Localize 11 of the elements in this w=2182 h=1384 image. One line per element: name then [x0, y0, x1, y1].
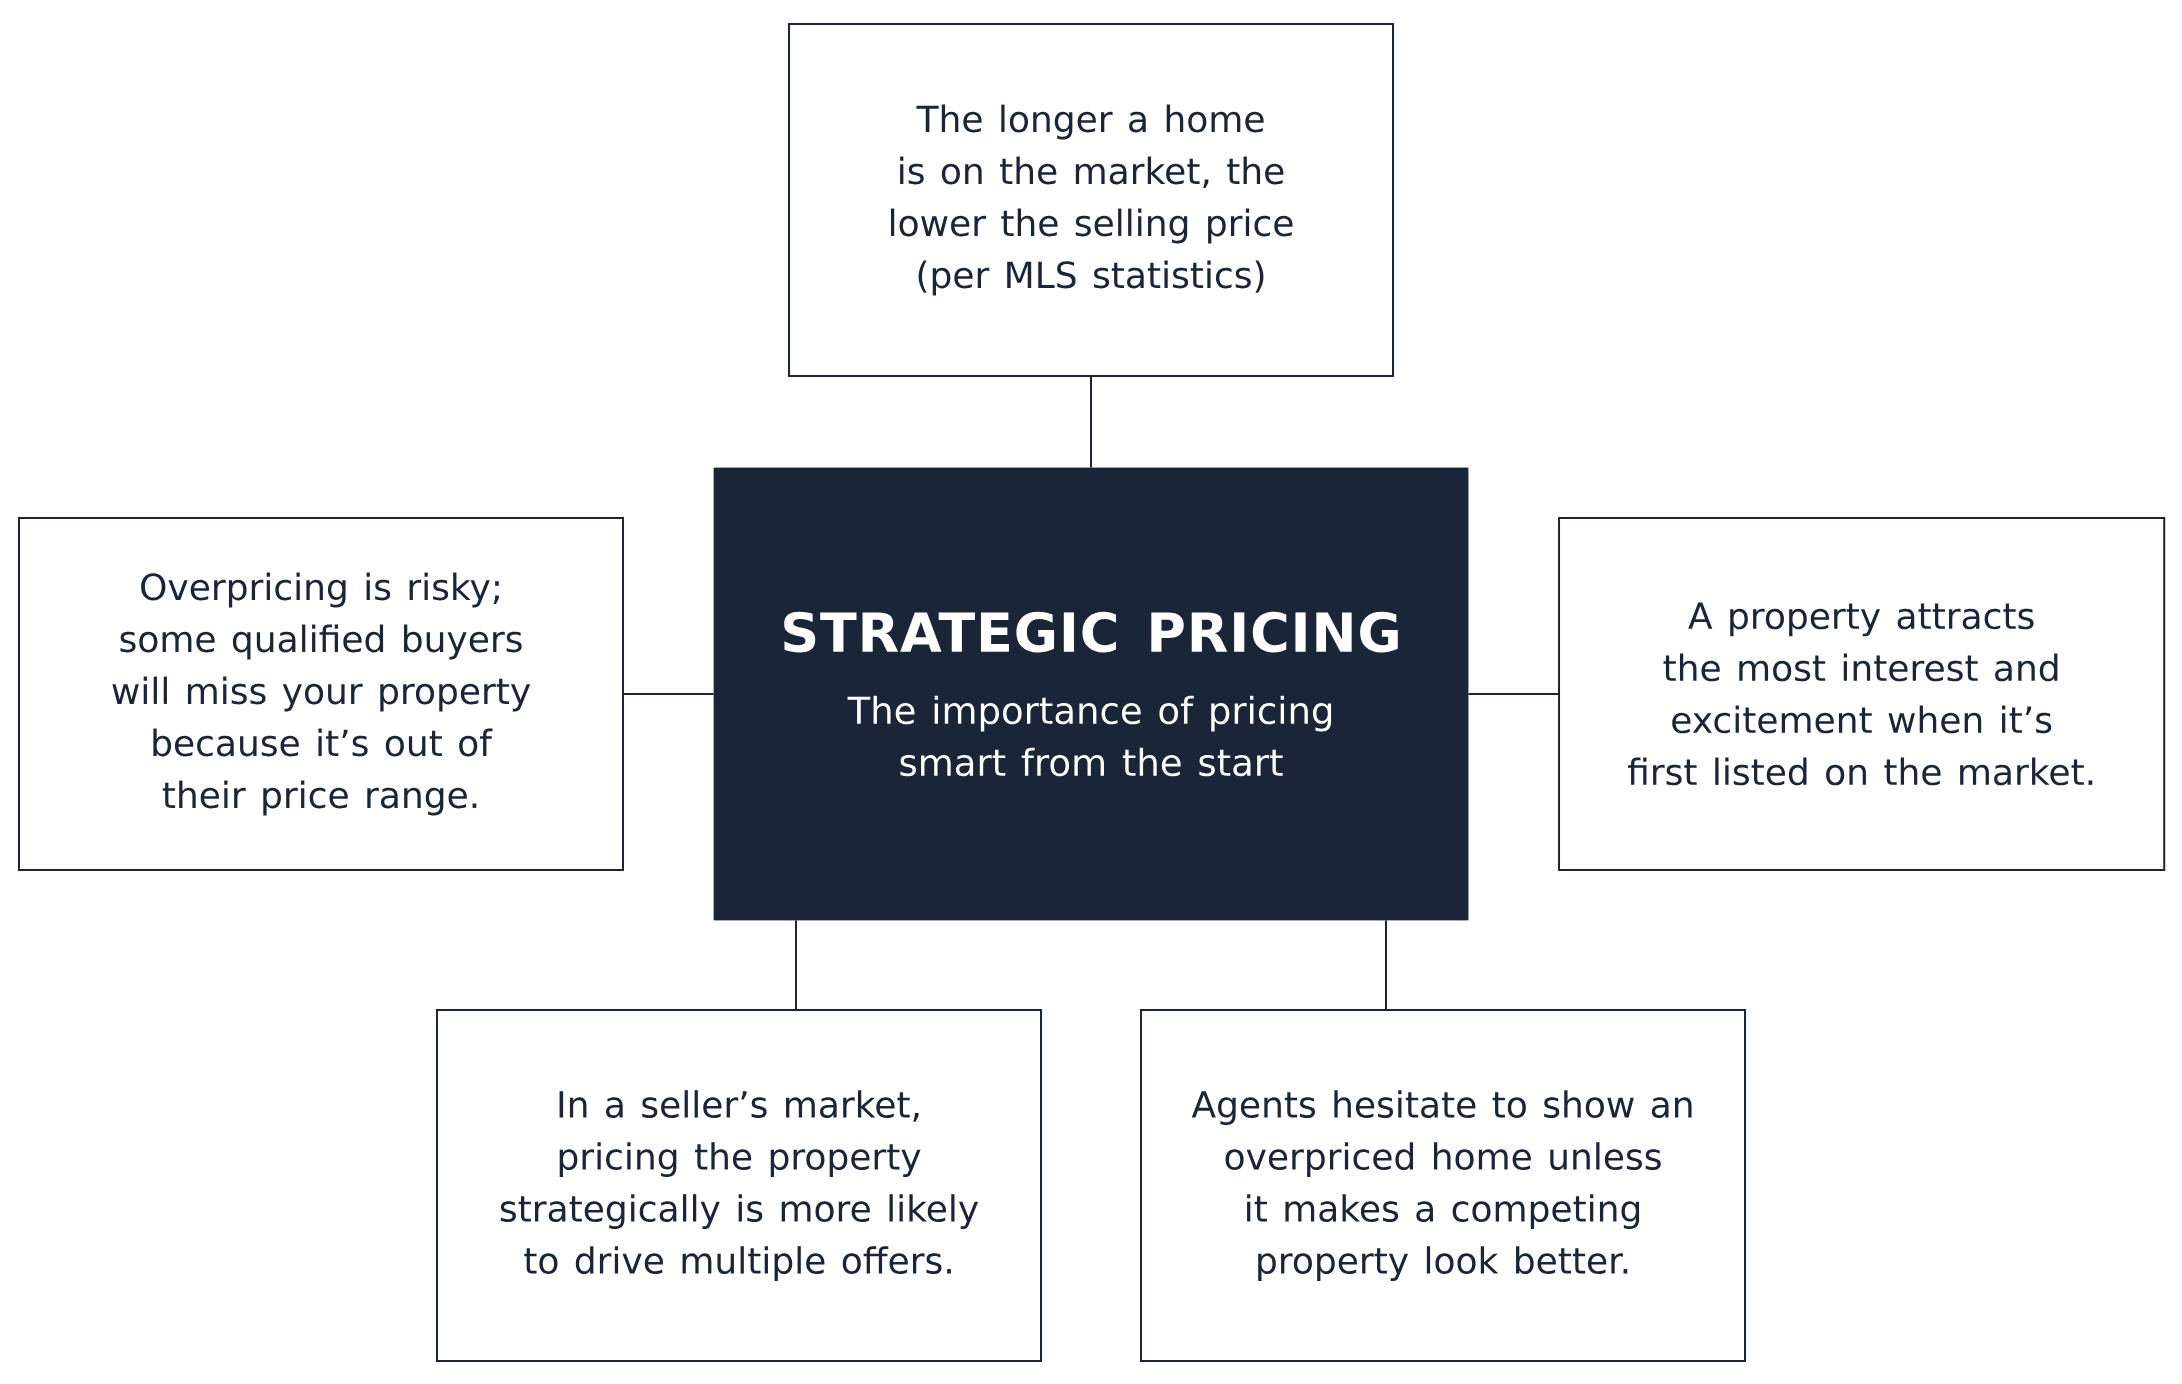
connector-line: [1467, 693, 1560, 695]
connector-line: [1090, 376, 1092, 469]
text-box: The longer a home is on the market, the lower the selling price (per MLS statistics): [788, 23, 1394, 377]
title-box: STRATEGIC PRICING The importance of pricing smart from the start: [713, 467, 1469, 921]
connector-line: [623, 693, 715, 695]
text-box: In a seller’s market, pricing the property strategically is more likely to drive multiple offers.: [436, 1009, 1042, 1363]
text-box: A property attracts the most interest and excitement when it’s first listed on the market.: [1558, 517, 2166, 871]
text-box: Overpricing is risky; some qualified buyers will miss your property because it’s out of their price range.: [18, 517, 624, 871]
connector-line: [1385, 919, 1387, 1011]
text-box: Agents hesitate to show an overpriced home unless it makes a competing property look better.: [1140, 1009, 1746, 1363]
connector-line: [795, 919, 797, 1011]
